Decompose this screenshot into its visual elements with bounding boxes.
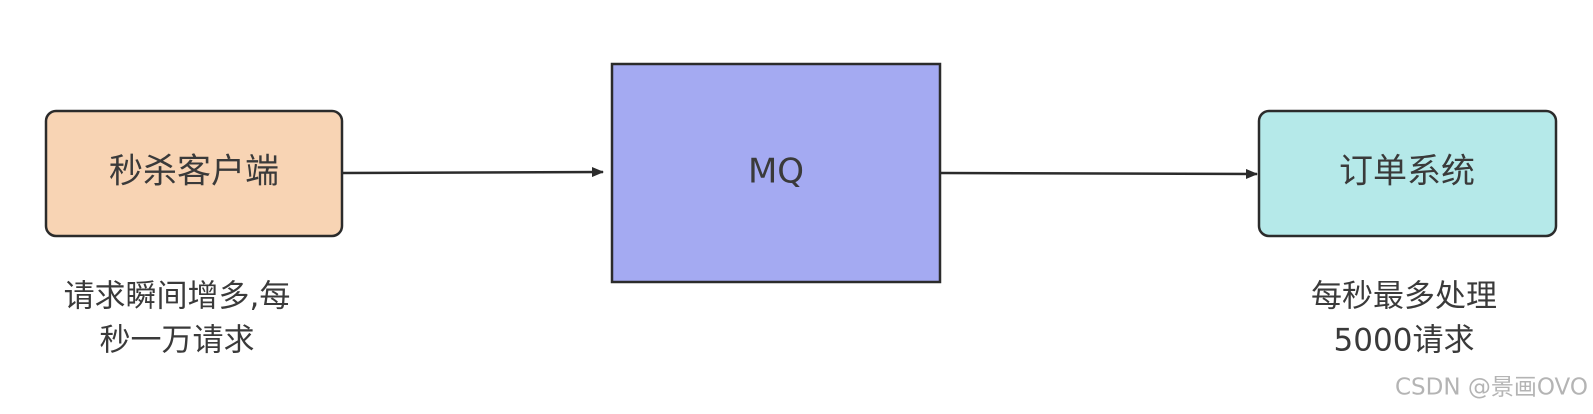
arrow-client-to-mq <box>341 167 604 178</box>
client-node-box <box>44 109 344 238</box>
mq-node-label: MQ <box>748 152 804 192</box>
client-caption: 请求瞬间增多,每 秒一万请求 <box>64 279 291 359</box>
order-node: 订单系统 <box>1257 109 1558 238</box>
order-caption-line-1: 每秒最多处理 <box>1311 279 1497 315</box>
order-caption: 每秒最多处理 5000请求 <box>1311 279 1497 359</box>
watermark: CSDN @景画OVO <box>1395 375 1588 401</box>
order-node-label: 订单系统 <box>1339 152 1475 192</box>
client-node-label: 秒杀客户端 <box>109 152 279 192</box>
arrow-mq-to-order <box>939 168 1258 179</box>
order-node-box <box>1257 109 1558 238</box>
order-caption-line-2: 5000请求 <box>1334 323 1475 359</box>
client-node: 秒杀客户端 <box>44 109 344 238</box>
client-caption-line-1: 请求瞬间增多,每 <box>64 279 291 315</box>
mq-node-box <box>610 62 942 284</box>
mq-node: MQ <box>610 62 942 284</box>
client-caption-line-2: 秒一万请求 <box>100 323 255 359</box>
